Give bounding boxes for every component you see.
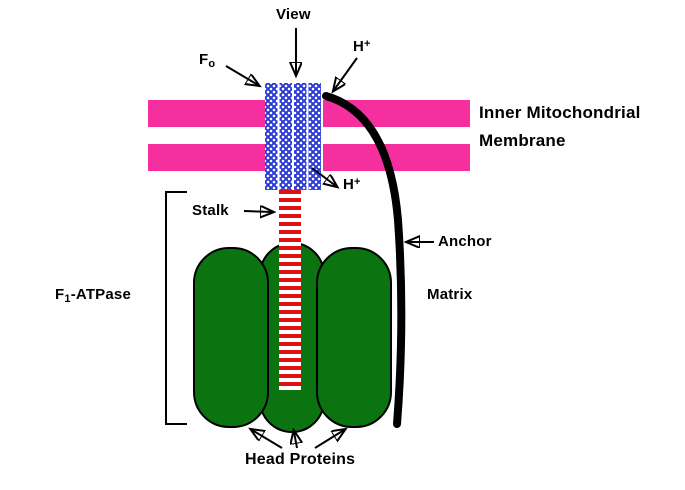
head-protein-left (193, 247, 269, 428)
fo-channel-shape (265, 83, 323, 190)
fo-label: Fo (199, 51, 216, 70)
inner-membrane-label-line1: Inner Mitochondrial (479, 103, 641, 122)
anchor-label: Anchor (438, 233, 492, 250)
f1-atpase-label: F1-ATPase (55, 286, 132, 305)
stalk-arrow (243, 211, 272, 212)
h-plus-top-label: H+ (353, 38, 371, 55)
head-protein-right (316, 247, 392, 428)
h-plus-top-arrow (334, 57, 358, 90)
stalk-shape (279, 190, 301, 390)
inner-membrane-label-line2: Membrane (479, 131, 566, 150)
h-plus-bottom-label: H+ (343, 176, 361, 193)
stalk-label: Stalk (192, 202, 229, 219)
fo-arrow (225, 65, 258, 85)
head-protein-middle-arrow (294, 432, 297, 449)
view-label: View (276, 6, 311, 23)
head-protein-left-arrow (252, 430, 283, 449)
head-protein-right-arrow (314, 430, 344, 449)
matrix-label: Matrix (427, 286, 473, 303)
f1-bracket (165, 191, 187, 425)
head-proteins-label: Head Proteins (245, 451, 356, 468)
